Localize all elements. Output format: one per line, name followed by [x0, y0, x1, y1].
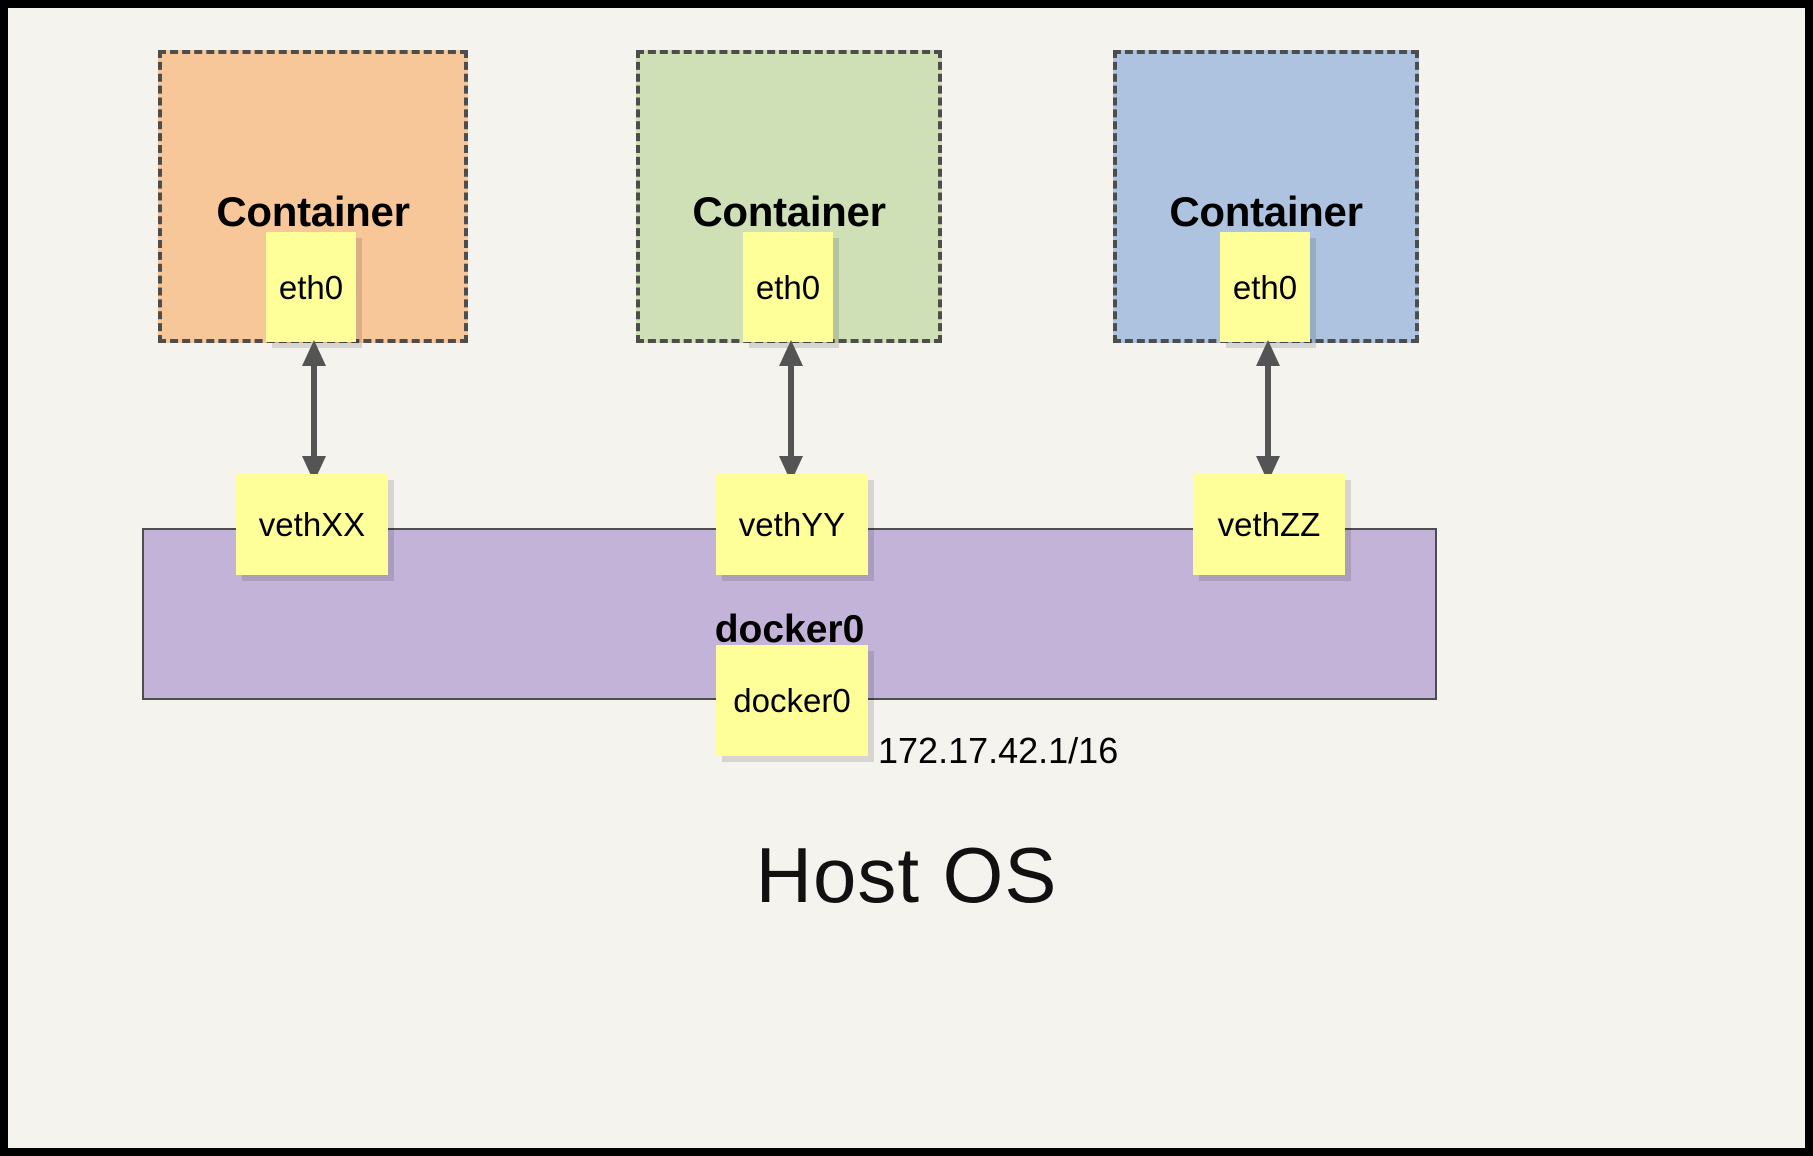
container-eth0-label-1: eth0 [278, 268, 344, 306]
arrow-eth0-to-vethzz [1256, 340, 1280, 482]
veth-label-3: vethZZ [1217, 506, 1321, 543]
diagram-stage: Container eth0 Container eth0 Container … [8, 8, 1805, 1148]
container-eth0-2: eth0 [743, 232, 833, 342]
docker0-ip-label: 172.17.42.1/16 [878, 730, 1119, 771]
container-title-1: Container [216, 188, 410, 235]
docker0-bridge-label: docker0 [714, 608, 865, 651]
veth-box-1: vethXX [236, 474, 388, 575]
veth-label-2: vethYY [738, 506, 846, 543]
container-eth0-1: eth0 [266, 232, 356, 342]
container-title-2: Container [692, 188, 886, 235]
container-title-3: Container [1169, 188, 1363, 235]
container-eth0-label-3: eth0 [1232, 268, 1298, 306]
host-os-label: Host OS [755, 831, 1058, 919]
veth-box-2: vethYY [716, 474, 868, 575]
arrow-eth0-to-vethxx [302, 340, 326, 482]
arrow-eth0-to-vethyy [779, 340, 803, 482]
docker0-port-box: docker0 [716, 645, 868, 756]
container-eth0-label-2: eth0 [755, 268, 821, 306]
veth-label-1: vethXX [258, 506, 366, 543]
veth-box-3: vethZZ [1193, 474, 1345, 575]
docker0-port-label: docker0 [733, 682, 851, 719]
container-eth0-3: eth0 [1220, 232, 1310, 342]
